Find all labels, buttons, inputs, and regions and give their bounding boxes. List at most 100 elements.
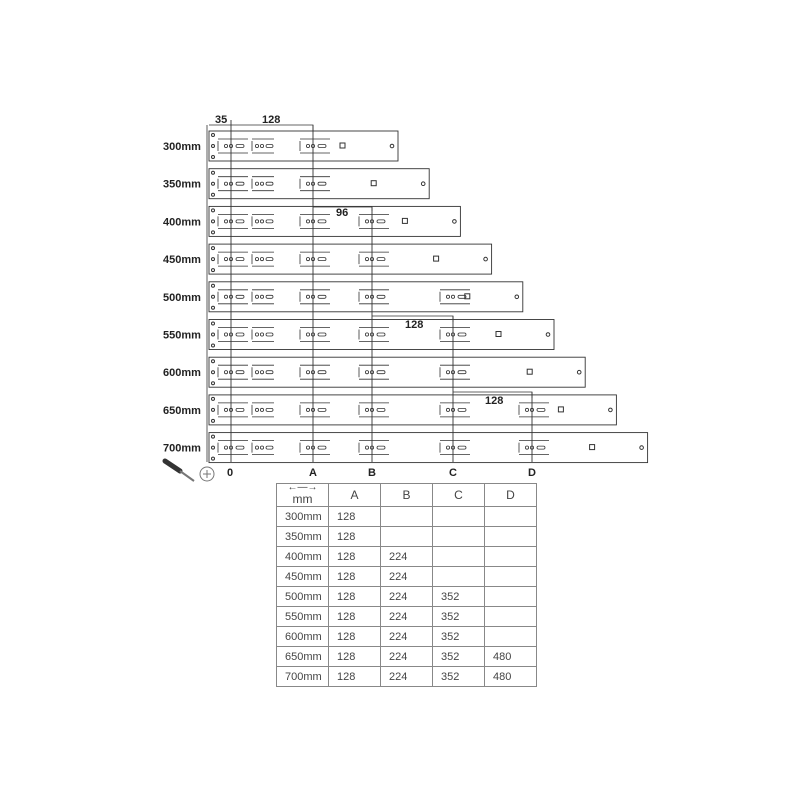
header-cell: B [380, 483, 433, 507]
table-cell: 128 [328, 646, 381, 667]
table-cell: 352 [432, 606, 485, 627]
table-cell: 480 [484, 646, 537, 667]
table-cell: 650mm [276, 646, 329, 667]
table-cell: 300mm [276, 506, 329, 527]
table-cell [484, 526, 537, 547]
table-cell: 700mm [276, 666, 329, 687]
rail-length-label: 600mm [163, 367, 201, 379]
mounting-slot [299, 402, 330, 418]
dim-96: 96 [336, 207, 348, 219]
table-cell: 600mm [276, 626, 329, 647]
screwdriver-icon [162, 458, 195, 482]
reference-label: C [449, 467, 457, 479]
table-cell [380, 506, 433, 527]
mounting-slot [358, 251, 389, 267]
table-cell [432, 546, 485, 567]
slide-rail: 550mm [163, 319, 555, 350]
table-cell [484, 546, 537, 567]
dim-128: 128 [262, 114, 280, 126]
table-cell: 224 [380, 546, 433, 567]
mounting-slot [358, 402, 389, 418]
table-cell: 350mm [276, 526, 329, 547]
mounting-slot [217, 440, 274, 455]
mounting-slot [358, 327, 389, 342]
mounting-slot [217, 251, 274, 267]
table-cell: 224 [380, 606, 433, 627]
mounting-slot [439, 289, 470, 305]
table-cell: 128 [328, 586, 381, 607]
table-cell: 128 [328, 666, 381, 687]
slide-rail: 350mm [163, 168, 430, 200]
slide-rail: 650mm [163, 394, 617, 426]
rail-length-label: 400mm [163, 216, 201, 228]
screw-icon [199, 466, 215, 482]
table-cell: 352 [432, 626, 485, 647]
table-cell: 128 [328, 546, 381, 567]
header-label: C [454, 488, 463, 502]
header-cell: D [484, 483, 537, 507]
slide-rail: 300mm [163, 130, 399, 162]
header-label: mm [292, 492, 313, 506]
table-cell: 224 [380, 566, 433, 587]
mounting-slot [299, 214, 330, 229]
header-label: D [506, 488, 515, 502]
table-cell: 352 [432, 586, 485, 607]
mounting-slot [299, 440, 330, 455]
slide-rail: 400mm [163, 205, 461, 237]
table-cell: 224 [380, 586, 433, 607]
dimension-lines [209, 124, 533, 398]
mounting-slot [439, 402, 470, 418]
reference-label: 0 [227, 467, 233, 479]
mounting-slot [518, 402, 549, 418]
table-cell: 224 [380, 666, 433, 687]
mounting-slot [439, 364, 470, 380]
reference-label: D [528, 467, 536, 479]
rail-length-label: 650mm [163, 405, 201, 417]
mounting-slot [358, 214, 389, 229]
table-cell: 352 [432, 646, 485, 667]
mounting-slot [217, 138, 274, 154]
rail-length-label: 300mm [163, 141, 201, 153]
header-label: A [350, 488, 359, 502]
rail-length-label: 500mm [163, 292, 201, 304]
mounting-slot [217, 364, 274, 380]
mounting-slot [358, 289, 389, 305]
mounting-slot [299, 251, 330, 267]
reference-label: A [309, 467, 317, 479]
table-cell [380, 526, 433, 547]
mounting-slot [518, 440, 549, 455]
dim-35: 35 [215, 114, 227, 126]
header-label: B [402, 488, 411, 502]
rail-length-label: 450mm [163, 254, 201, 266]
mounting-slot [299, 364, 330, 380]
table-cell [432, 566, 485, 587]
table-cell: 352 [432, 666, 485, 687]
table-cell: 400mm [276, 546, 329, 567]
slide-rail: 450mm [163, 243, 493, 275]
dim-128-c: 128 [485, 395, 503, 407]
table-cell [484, 586, 537, 607]
header-cell: A [328, 483, 381, 507]
table-cell: 128 [328, 606, 381, 627]
slide-rail: 500mm [163, 281, 524, 313]
table-cell: 450mm [276, 566, 329, 587]
table-cell: 128 [328, 626, 381, 647]
mounting-slot [299, 289, 330, 305]
mounting-slot [439, 440, 470, 455]
reference-label: B [368, 467, 376, 479]
mounting-slot [358, 440, 389, 455]
header-cell: ←—→mm [276, 483, 329, 507]
table-cell: 500mm [276, 586, 329, 607]
mounting-slot [299, 138, 330, 154]
dim-128-b: 128 [405, 319, 423, 331]
slide-rail: 600mm [163, 356, 586, 388]
table-cell [484, 506, 537, 527]
mounting-slot [358, 364, 389, 380]
table-cell: 128 [328, 506, 381, 527]
mounting-slot [217, 214, 274, 229]
